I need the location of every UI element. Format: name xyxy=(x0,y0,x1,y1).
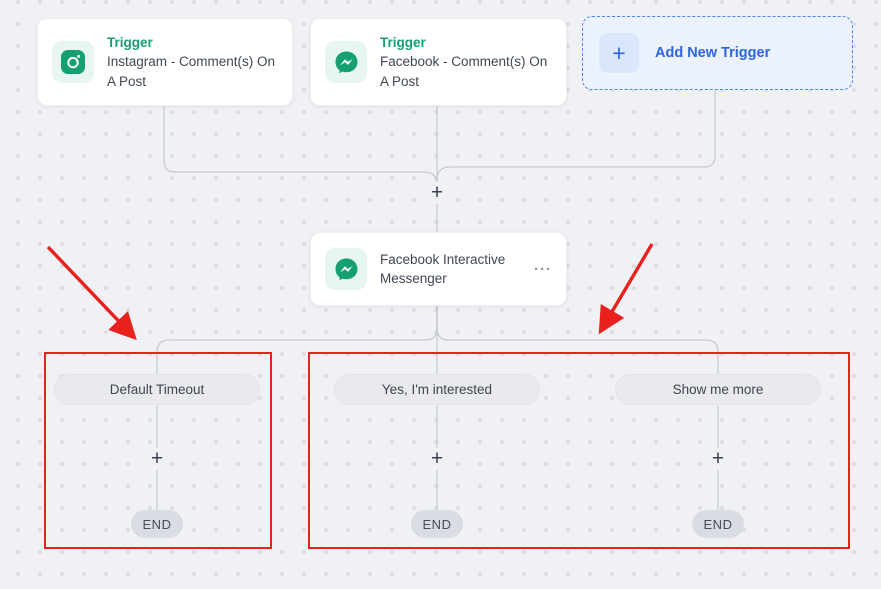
add-new-trigger-label: Add New Trigger xyxy=(655,45,771,61)
end-node: END xyxy=(131,510,183,538)
add-step-button[interactable]: + xyxy=(707,448,729,470)
plus-icon: + xyxy=(599,33,639,73)
instagram-icon xyxy=(52,41,94,83)
action-node-title: Facebook Interactive Messenger xyxy=(380,251,506,286)
add-step-button[interactable]: + xyxy=(146,448,168,470)
messenger-icon xyxy=(325,41,367,83)
annotation-arrow-left xyxy=(46,245,137,341)
trigger-title: Instagram - Comment(s) On A Post xyxy=(107,54,276,89)
add-new-trigger-button[interactable]: + Add New Trigger xyxy=(582,16,853,90)
add-step-button[interactable]: + xyxy=(426,448,448,470)
plus-glyph-text: + xyxy=(612,39,626,66)
branch-button-yes-im-interested[interactable]: Yes, I'm interested xyxy=(334,374,540,405)
trigger-node-instagram[interactable]: Trigger Instagram - Comment(s) On A Post xyxy=(37,18,293,106)
trigger-node-facebook[interactable]: Trigger Facebook - Comment(s) On A Post xyxy=(310,18,567,106)
node-menu-button[interactable]: ··· xyxy=(534,260,552,278)
action-node-facebook-interactive-messenger[interactable]: Facebook Interactive Messenger ··· xyxy=(310,232,567,306)
branch-button-default-timeout[interactable]: Default Timeout xyxy=(54,374,260,405)
trigger-type-label: Trigger xyxy=(107,35,153,51)
trigger-title: Facebook - Comment(s) On A Post xyxy=(380,54,548,89)
annotation-arrow-right xyxy=(598,243,654,335)
add-step-button[interactable]: + xyxy=(426,182,448,204)
messenger-icon xyxy=(325,248,367,290)
end-node: END xyxy=(411,510,463,538)
trigger-type-label: Trigger xyxy=(380,35,426,51)
end-node: END xyxy=(692,510,744,538)
branch-button-show-me-more[interactable]: Show me more xyxy=(615,374,821,405)
